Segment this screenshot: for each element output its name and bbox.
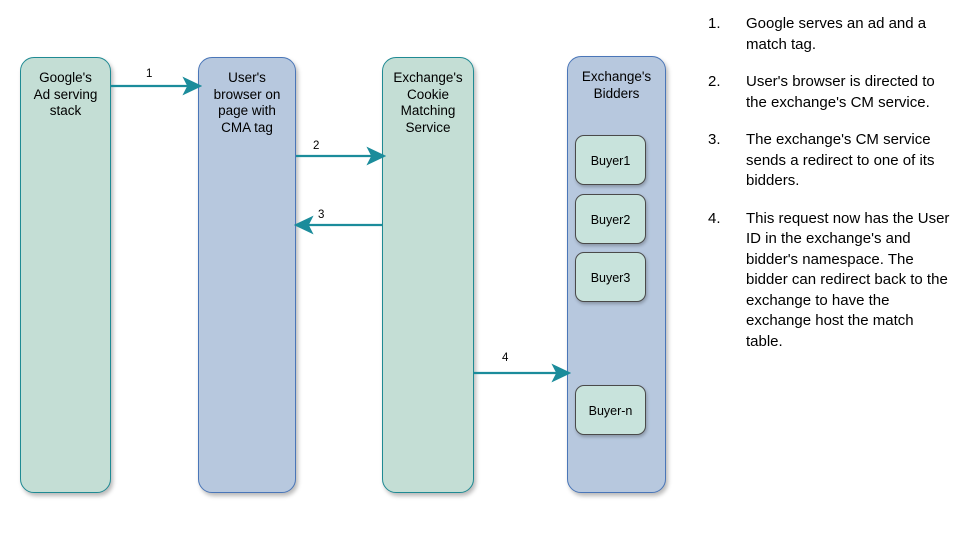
arrow-2-label: 2 (313, 140, 320, 152)
step-item-4: 4. This request now has the User ID in t… (708, 209, 954, 353)
steps-list: 1. Google serves an ad and a match tag. … (708, 14, 954, 369)
node-label: Exchange's Bidders (581, 69, 652, 101)
arrow-4-label: 4 (502, 352, 509, 364)
step-item-2: 2. User's browser is directed to the exc… (708, 72, 954, 113)
node-label: Exchange's Cookie Matching Service (393, 70, 463, 135)
step-number: 2. (708, 73, 721, 90)
step-text: This request now has the User ID in the … (746, 209, 950, 350)
step-number: 1. (708, 15, 721, 32)
buyer-box-2: Buyer2 (575, 194, 646, 244)
buyer-box-n: Buyer-n (575, 385, 646, 435)
node-exchange-cookie-matching-service: Exchange's Cookie Matching Service (382, 57, 474, 493)
buyer-box-3: Buyer3 (575, 252, 646, 302)
step-number: 4. (708, 209, 721, 227)
node-label: User's browser on page with CMA tag (213, 70, 281, 135)
step-text: The exchange's CM service sends a redire… (746, 131, 935, 189)
step-text: Google serves an ad and a match tag. (746, 15, 927, 53)
node-google-ad-serving-stack: Google's Ad serving stack (20, 57, 111, 493)
step-text: User's browser is directed to the exchan… (746, 73, 935, 111)
step-item-3: 3. The exchange's CM service sends a red… (708, 130, 954, 192)
step-item-1: 1. Google serves an ad and a match tag. (708, 14, 954, 55)
arrow-1-label: 1 (146, 68, 153, 80)
node-users-browser: User's browser on page with CMA tag (198, 57, 296, 493)
arrow-3-label: 3 (318, 209, 325, 221)
buyer-box-1: Buyer1 (575, 135, 646, 185)
node-label: Google's Ad serving stack (33, 70, 98, 118)
step-number: 3. (708, 131, 721, 148)
